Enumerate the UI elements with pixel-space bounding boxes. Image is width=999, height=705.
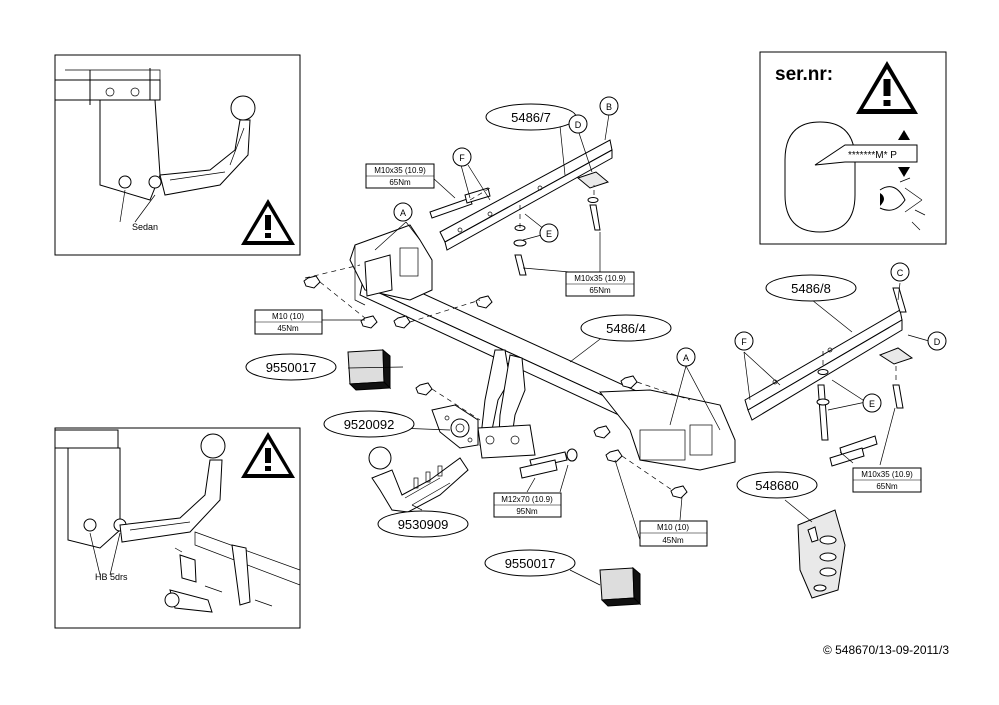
callout-e-left: E [539,223,559,243]
svg-text:65Nm: 65Nm [389,178,411,187]
svg-text:M10x35 (10.9): M10x35 (10.9) [574,274,626,283]
svg-text:M10 (10): M10 (10) [657,523,689,532]
part-label-towball: 9530909 [377,510,469,538]
svg-text:M10 (10): M10 (10) [272,312,304,321]
svg-text:5486/8: 5486/8 [791,281,831,296]
svg-text:M10x35 (10.9): M10x35 (10.9) [374,166,426,175]
wiring-kit [797,509,846,599]
svg-text:65Nm: 65Nm [589,286,611,295]
callout-f-left: F [452,147,472,167]
callout-a-right: A [676,347,696,367]
warning-triangle-icon [241,432,295,478]
towball [368,446,469,513]
svg-text:M12x70 (10.9): M12x70 (10.9) [501,495,553,504]
socket-plate [431,404,479,449]
leader-lines [322,113,930,586]
torque-box-3: M10 (10) 45Nm [254,309,323,335]
svg-text:B: B [606,102,612,112]
callout-e-right: E [862,393,882,413]
callout-a-left: A [393,202,413,222]
svg-text:5486/7: 5486/7 [511,110,551,125]
callout-d-left: D [568,114,588,134]
part-label-socket-plate: 9520092 [323,410,415,438]
svg-text:C: C [897,268,904,278]
torque-box-2: M10x35 (10.9) 65Nm [565,271,635,297]
svg-text:E: E [546,229,552,239]
warning-triangle-icon [241,199,295,245]
svg-text:5486/4: 5486/4 [606,321,646,336]
svg-text:F: F [741,337,747,347]
torque-box-1: M10x35 (10.9) 65Nm [365,163,435,189]
part-label-cover-plug-bottom: 9550017 [484,549,576,577]
torque-box-6: M10x35 (10.9) 65Nm [852,467,922,493]
svg-text:65Nm: 65Nm [876,482,898,491]
inset-hb-caption: HB 5drs [95,572,128,582]
svg-text:A: A [683,353,689,363]
part-label-wiring-kit: 548680 [736,471,818,499]
callout-f-right: F [734,331,754,351]
bracket-left [429,139,613,276]
cover-plug-top [347,348,392,391]
svg-text:45Nm: 45Nm [277,324,299,333]
svg-text:9530909: 9530909 [398,517,449,532]
part-label-bracket-left: 5486/7 [485,103,577,131]
svg-text:548680: 548680 [755,478,798,493]
svg-text:D: D [575,120,582,130]
torque-box-5: M10 (10) 45Nm [639,520,708,547]
svg-text:9520092: 9520092 [344,417,395,432]
callout-c: C [890,262,910,282]
callout-d-right: D [927,331,947,351]
eye-icon [879,177,926,231]
svg-text:M10x35 (10.9): M10x35 (10.9) [861,470,913,479]
serial-number-box: ser.nr: *******M* P [759,51,947,245]
serial-code: *******M* P [848,150,897,161]
svg-text:9550017: 9550017 [505,556,556,571]
svg-text:D: D [934,337,941,347]
bracket-right [744,287,914,467]
copyright-footer: © 548670/13-09-2011/3 [823,643,949,657]
svg-text:F: F [459,153,465,163]
svg-text:45Nm: 45Nm [662,536,684,545]
svg-text:95Nm: 95Nm [516,507,538,516]
callout-b: B [599,96,619,116]
part-label-crossbar: 5486/4 [580,314,672,342]
svg-text:E: E [869,399,875,409]
warning-triangle-icon [856,61,918,114]
part-label-cover-plug-top: 9550017 [245,353,337,381]
svg-text:A: A [400,208,406,218]
serial-title: ser.nr: [775,64,833,85]
part-label-bracket-right: 5486/8 [765,274,857,302]
inset-sedan: Sedan [54,54,301,256]
inset-sedan-caption: Sedan [132,222,158,232]
cover-plug-bottom [599,566,642,607]
inset-hb: HB 5drs [54,427,301,629]
torque-box-4: M12x70 (10.9) 95Nm [493,492,562,518]
svg-text:9550017: 9550017 [266,360,317,375]
crossbar [303,224,736,499]
